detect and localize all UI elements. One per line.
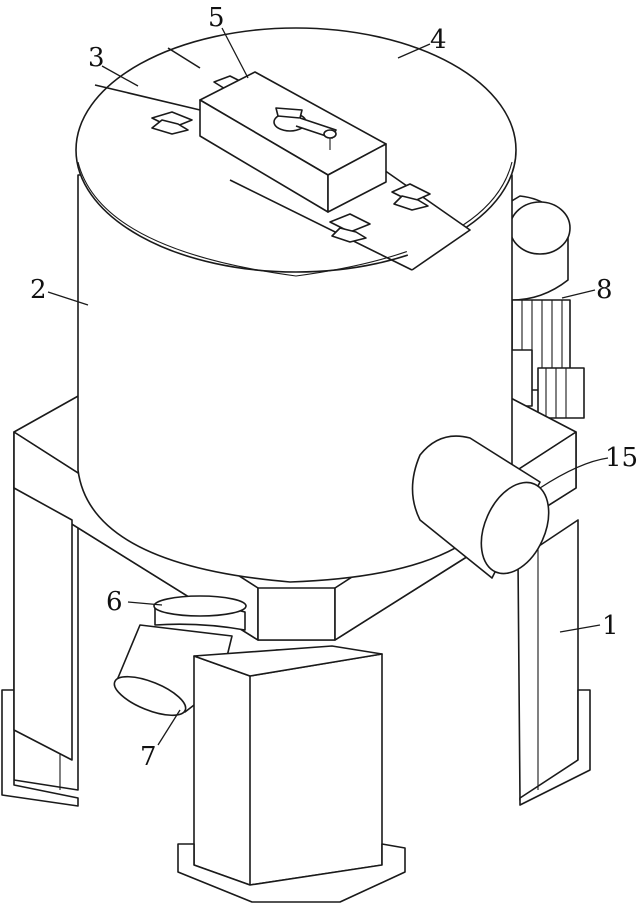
label-15: 15 bbox=[605, 443, 638, 473]
hinge-left bbox=[151, 111, 193, 135]
label-4: 4 bbox=[430, 25, 447, 55]
reference-labels: 5 3 4 2 8 15 1 6 7 bbox=[30, 3, 638, 772]
leader-lines bbox=[47, 27, 609, 746]
front-pillar bbox=[177, 645, 406, 903]
hinge-front bbox=[329, 213, 371, 243]
label-7: 7 bbox=[140, 742, 157, 772]
back-right-leg bbox=[517, 519, 591, 806]
discharge-pipe bbox=[411, 435, 550, 579]
label-5: 5 bbox=[208, 3, 225, 33]
motor bbox=[504, 195, 585, 419]
label-1: 1 bbox=[602, 611, 619, 641]
hinge-right bbox=[391, 183, 431, 211]
label-8: 8 bbox=[596, 275, 613, 305]
label-6: 6 bbox=[106, 587, 123, 617]
bottom-bearing bbox=[153, 595, 247, 631]
control-box bbox=[199, 71, 387, 213]
front-left-leg bbox=[13, 487, 73, 761]
label-3: 3 bbox=[88, 43, 105, 73]
label-2: 2 bbox=[30, 275, 47, 305]
